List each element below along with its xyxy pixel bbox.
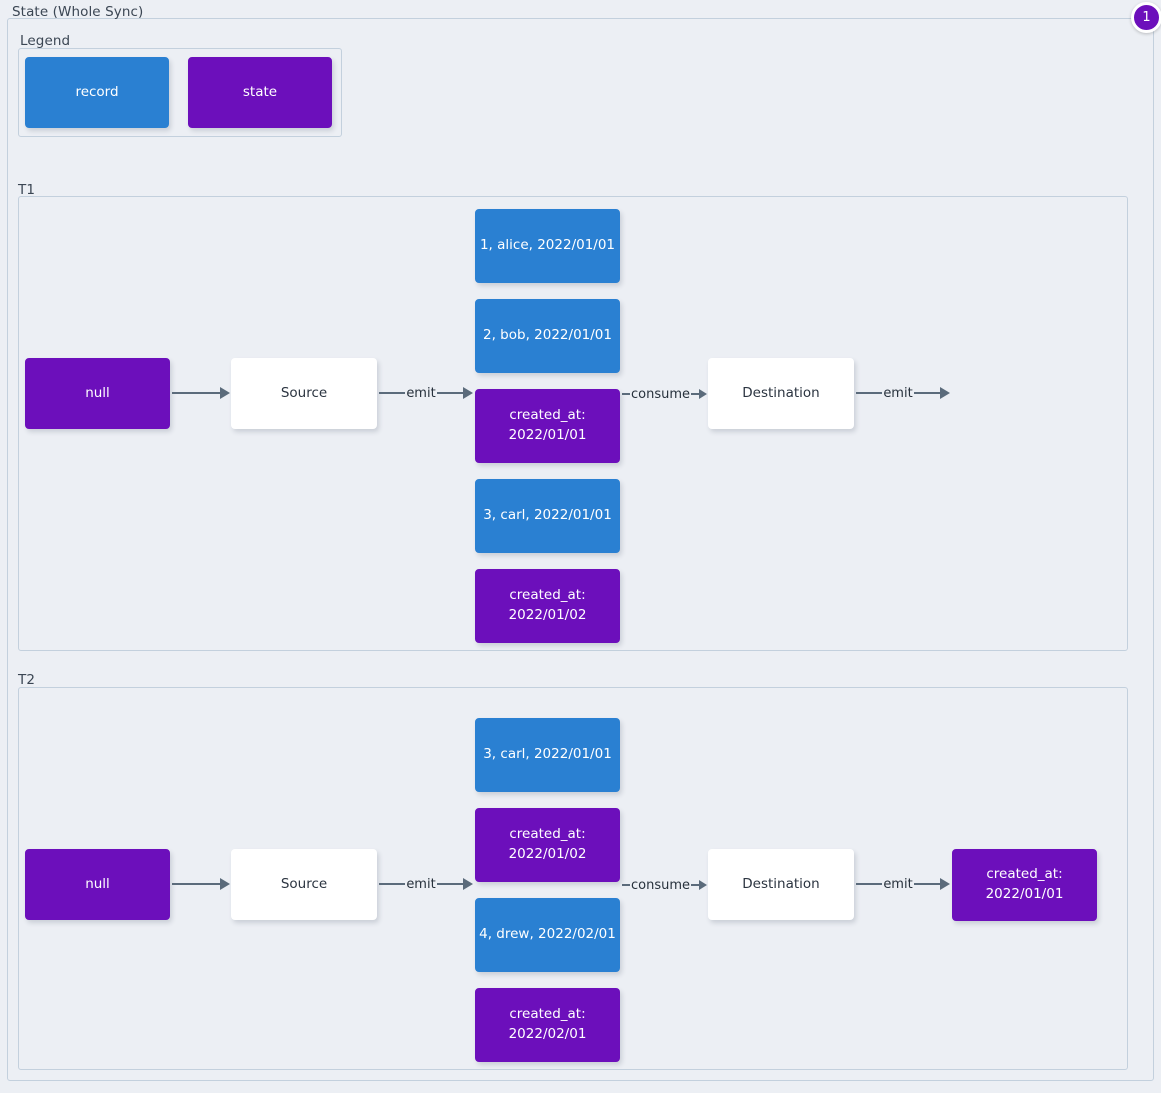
t2-edge-label-dest-emit: emit: [882, 876, 914, 892]
t2-edge-label-emit: emit: [405, 876, 437, 892]
legend-swatch-record: record: [25, 57, 169, 128]
legend-swatch-state: state: [188, 57, 332, 128]
t2-edge-label-consume: consume: [630, 877, 692, 893]
t2-edge-consume: consume: [622, 877, 708, 893]
t1-title: T1: [18, 182, 36, 198]
t1-edge-dest-emit: emit: [856, 386, 950, 400]
t2-message-1[interactable]: created_at: 2022/01/02: [475, 808, 620, 882]
t1-edge-consume: consume: [622, 386, 708, 402]
t2-source-node[interactable]: Source: [231, 849, 377, 920]
t1-destination-node[interactable]: Destination: [708, 358, 854, 429]
t2-edge-state-to-source: [172, 877, 230, 891]
t2-title: T2: [18, 672, 36, 688]
t1-edge-source-emit: emit: [379, 386, 473, 400]
step-badge[interactable]: 1: [1131, 2, 1161, 33]
t1-initial-state-node[interactable]: null: [25, 358, 170, 429]
t2-message-2[interactable]: 4, drew, 2022/02/01: [475, 898, 620, 972]
t1-message-4[interactable]: created_at: 2022/01/02: [475, 569, 620, 643]
t1-source-node[interactable]: Source: [231, 358, 377, 429]
t1-message-3[interactable]: 3, carl, 2022/01/01: [475, 479, 620, 553]
t1-message-0[interactable]: 1, alice, 2022/01/01: [475, 209, 620, 283]
t2-initial-state-node[interactable]: null: [25, 849, 170, 920]
t2-final-state-node[interactable]: created_at: 2022/01/01: [952, 849, 1097, 921]
t1-message-1[interactable]: 2, bob, 2022/01/01: [475, 299, 620, 373]
t2-edge-source-emit: emit: [379, 877, 473, 891]
t1-edge-label-dest-emit: emit: [882, 385, 914, 401]
t1-edge-label-emit: emit: [405, 385, 437, 401]
diagram-title: State (Whole Sync): [12, 4, 144, 20]
t1-message-2[interactable]: created_at: 2022/01/01: [475, 389, 620, 463]
legend-title: Legend: [20, 33, 71, 49]
t1-edge-label-consume: consume: [630, 386, 692, 402]
t2-message-3[interactable]: created_at: 2022/02/01: [475, 988, 620, 1062]
t2-destination-node[interactable]: Destination: [708, 849, 854, 920]
t1-edge-state-to-source: [172, 386, 230, 400]
t2-message-0[interactable]: 3, carl, 2022/01/01: [475, 718, 620, 792]
t2-edge-dest-emit: emit: [856, 877, 950, 891]
